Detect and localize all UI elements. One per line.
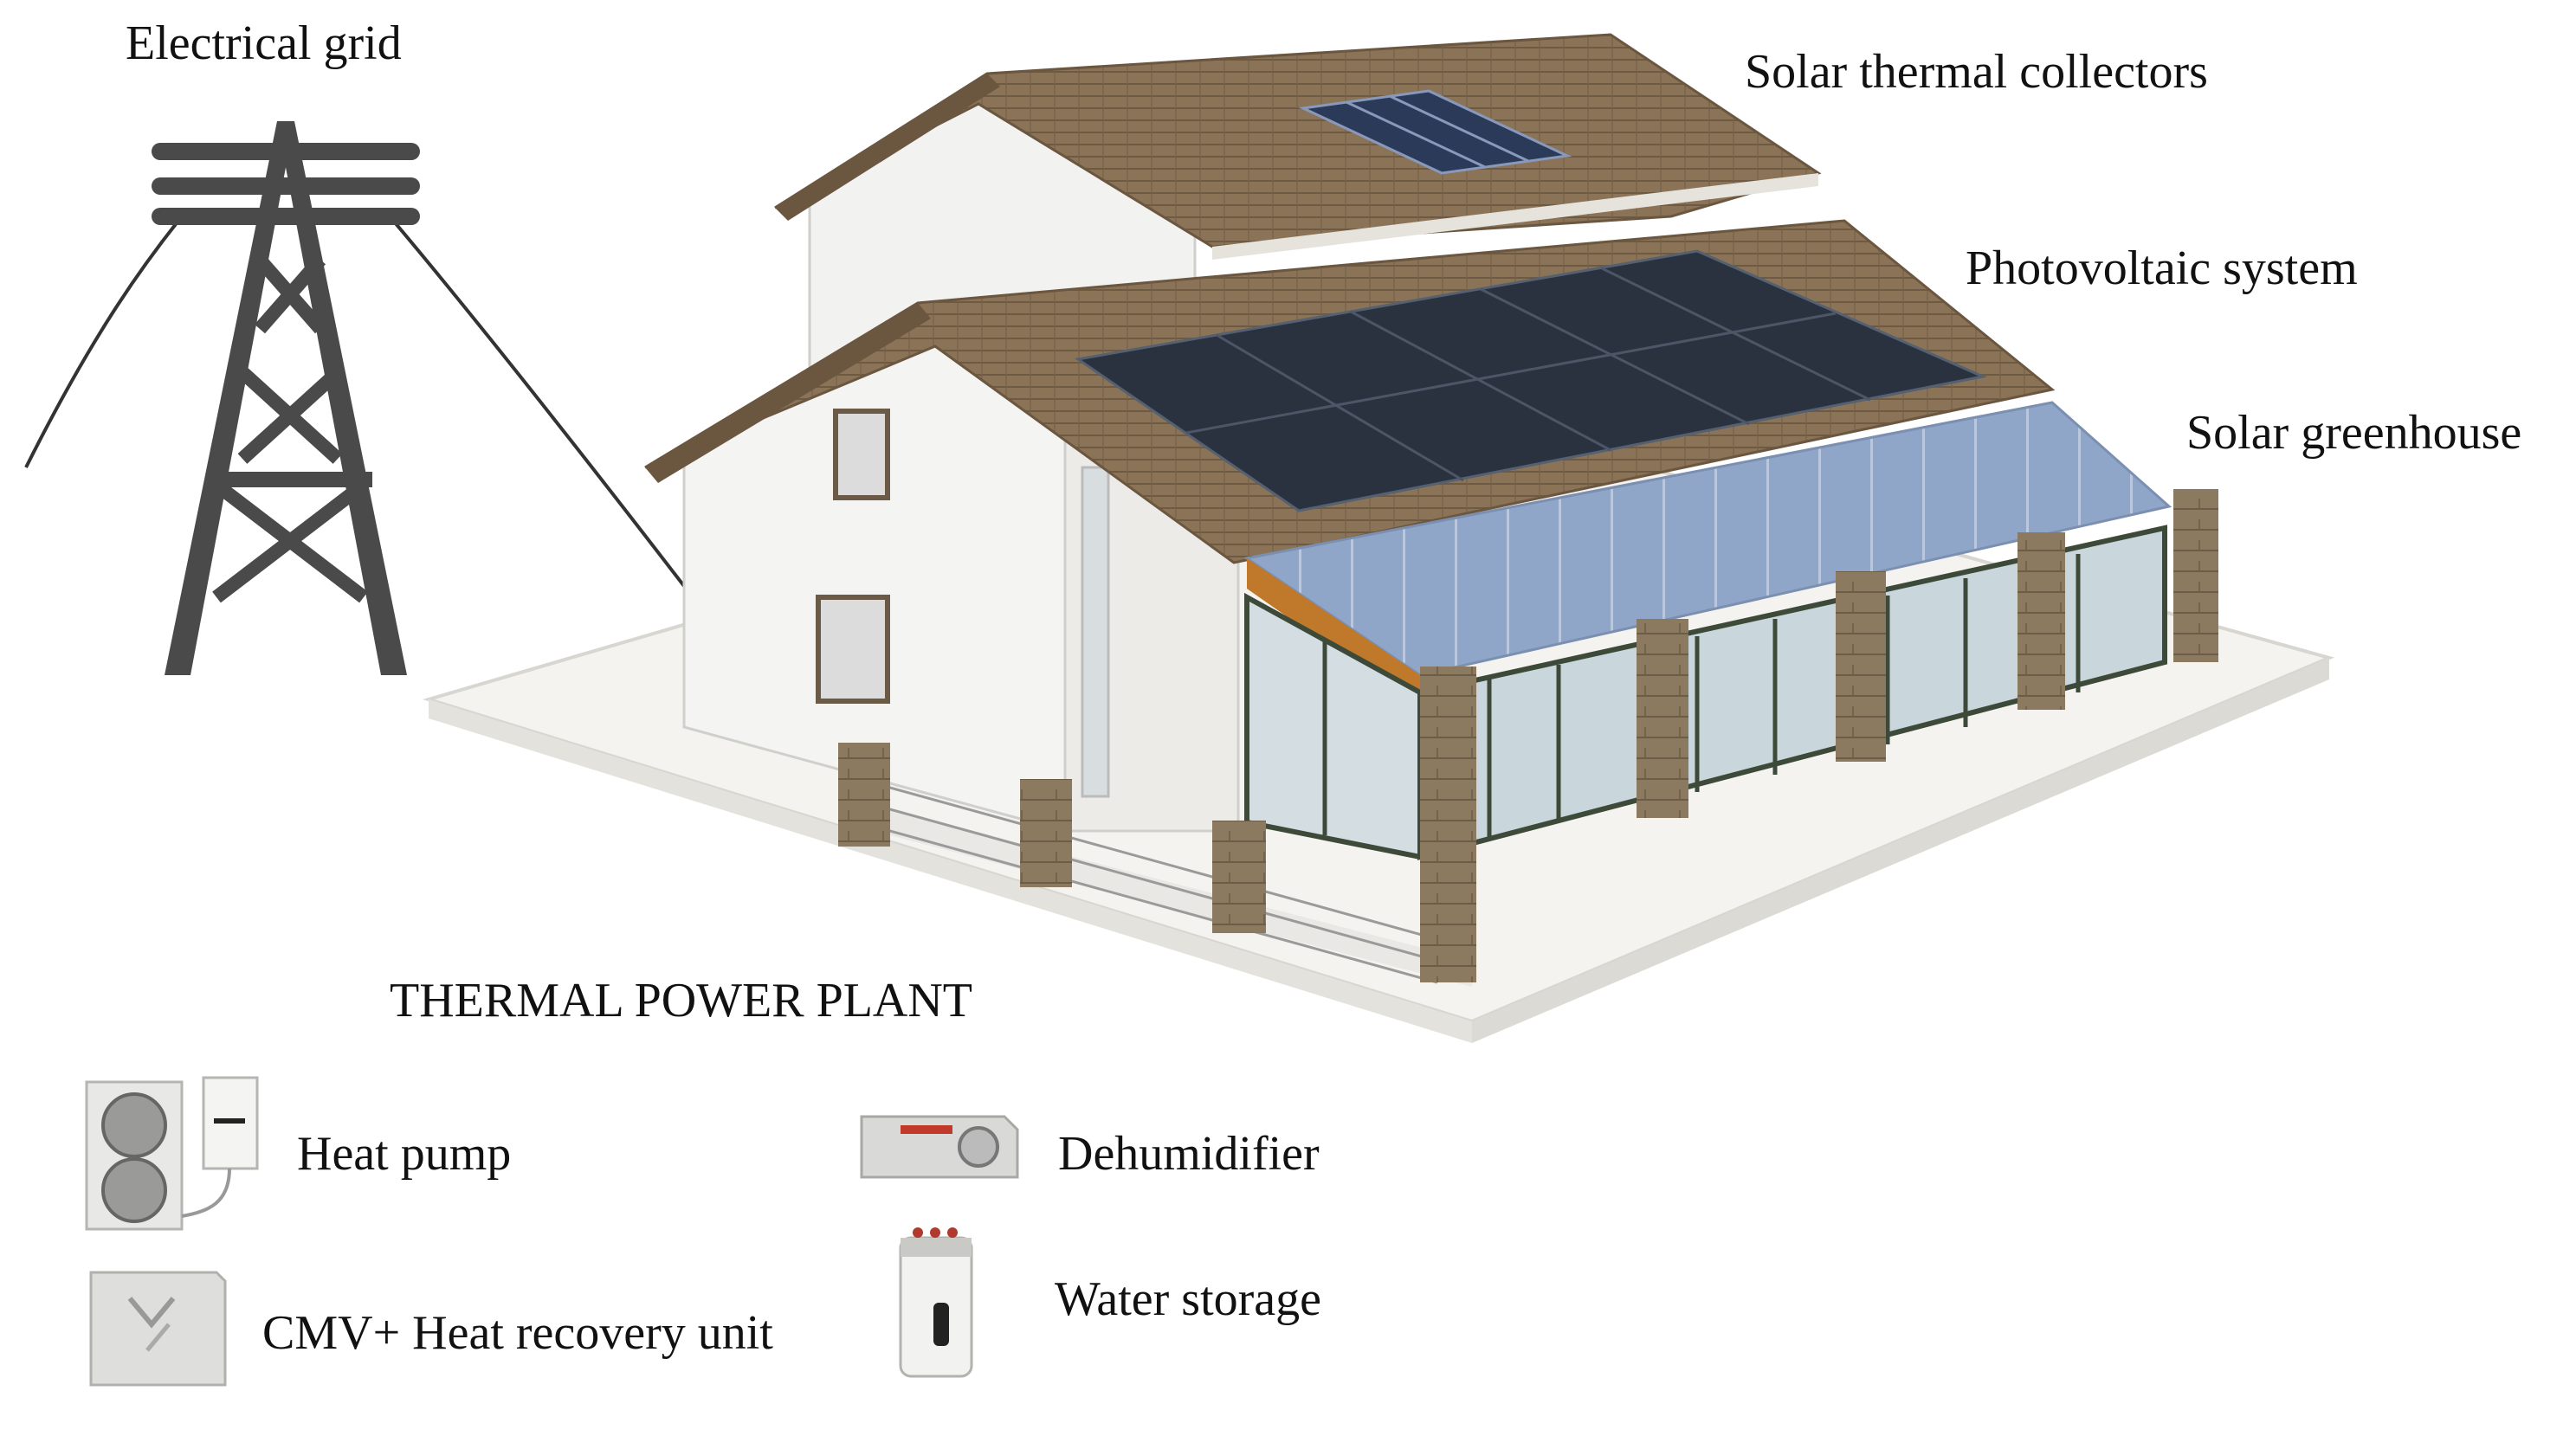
upper-roof (774, 33, 1822, 260)
water-storage-label: Water storage (1055, 1272, 1321, 1326)
photovoltaic-system-label: Photovoltaic system (1966, 241, 2358, 295)
solar-thermal-collectors (1298, 89, 1572, 175)
heat-recovery-unit-label: CMV+ Heat recovery unit (262, 1306, 773, 1360)
electrical-grid-pylon (24, 121, 694, 675)
heat-pump-icon (85, 1076, 259, 1231)
heat-recovery-unit-icon (89, 1271, 227, 1387)
solar-greenhouse (1243, 401, 2218, 866)
water-storage-icon (899, 1227, 973, 1378)
front-fence (838, 743, 1476, 987)
dehumidifier-label: Dehumidifier (1058, 1127, 1320, 1181)
photovoltaic-system (1075, 249, 1987, 512)
heat-pump-label: Heat pump (297, 1127, 512, 1181)
dehumidifier-icon (860, 1115, 1019, 1179)
thermal-power-plant-label: THERMAL POWER PLANT (390, 974, 973, 1027)
solar-greenhouse-label: Solar greenhouse (2186, 406, 2522, 460)
solar-thermal-collectors-label: Solar thermal collectors (1745, 45, 2208, 99)
electrical-grid-label: Electrical grid (126, 16, 402, 70)
